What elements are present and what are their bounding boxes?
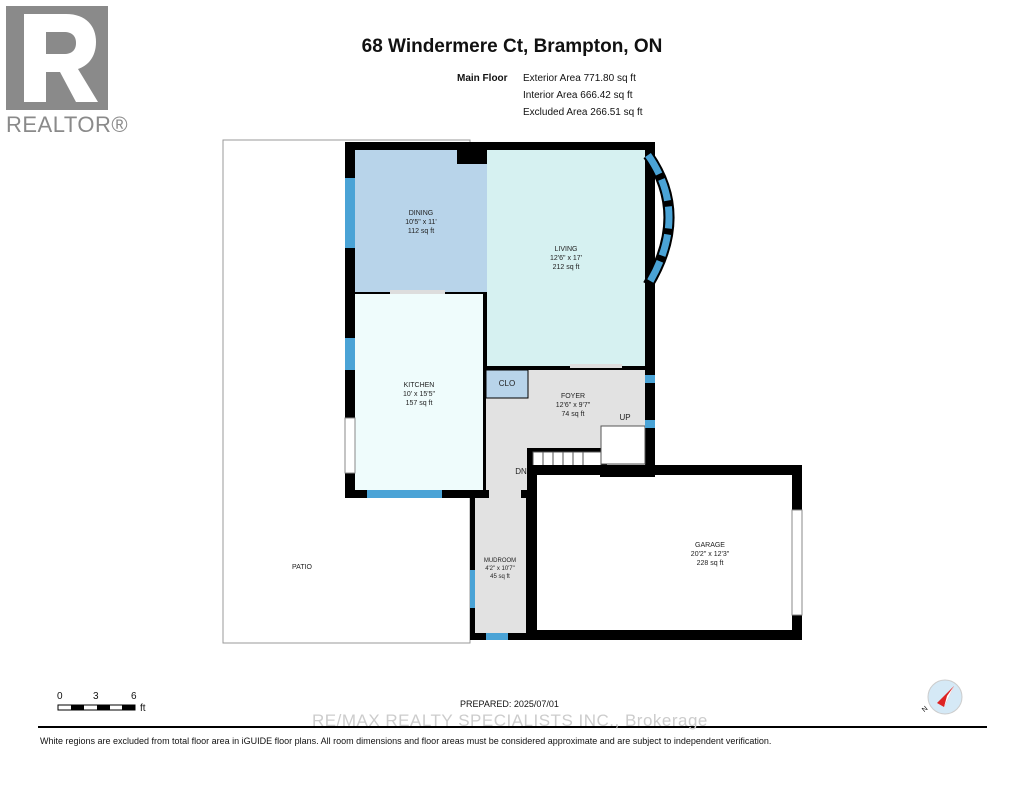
prepared-date: PREPARED: 2025/07/01 (460, 699, 559, 709)
windows (345, 178, 655, 640)
stairs-down-label: DN (515, 467, 527, 476)
logo-text: REALTOR® (6, 112, 129, 137)
stairs-up (600, 425, 646, 465)
compass-icon (927, 679, 963, 715)
dining-room (355, 150, 487, 292)
page-title: 68 Windermere Ct, Brampton, ON (361, 36, 663, 57)
scale-tick-6: 6 (131, 691, 137, 702)
floor-label: Main Floor (457, 73, 508, 84)
realtor-logo: REALTOR® (6, 6, 129, 138)
scale-unit: ft (140, 703, 146, 714)
disclaimer: White regions are excluded from total fl… (40, 736, 772, 746)
scale-tick-3: 3 (93, 691, 99, 702)
patio-label: PATIO (292, 564, 312, 571)
kitchen-room (355, 294, 483, 490)
scale-tick-0: 0 (57, 691, 63, 702)
scale-bar (57, 704, 136, 711)
stairs-up-label: UP (619, 413, 631, 422)
closet-label: CLO (498, 379, 516, 388)
garage-room (537, 475, 792, 630)
mudroom-room (475, 498, 526, 633)
living-room (487, 150, 645, 366)
closet (485, 369, 529, 399)
brokerage-watermark: RE/MAX REALTY SPECIALISTS INC., Brokerag… (312, 711, 708, 730)
